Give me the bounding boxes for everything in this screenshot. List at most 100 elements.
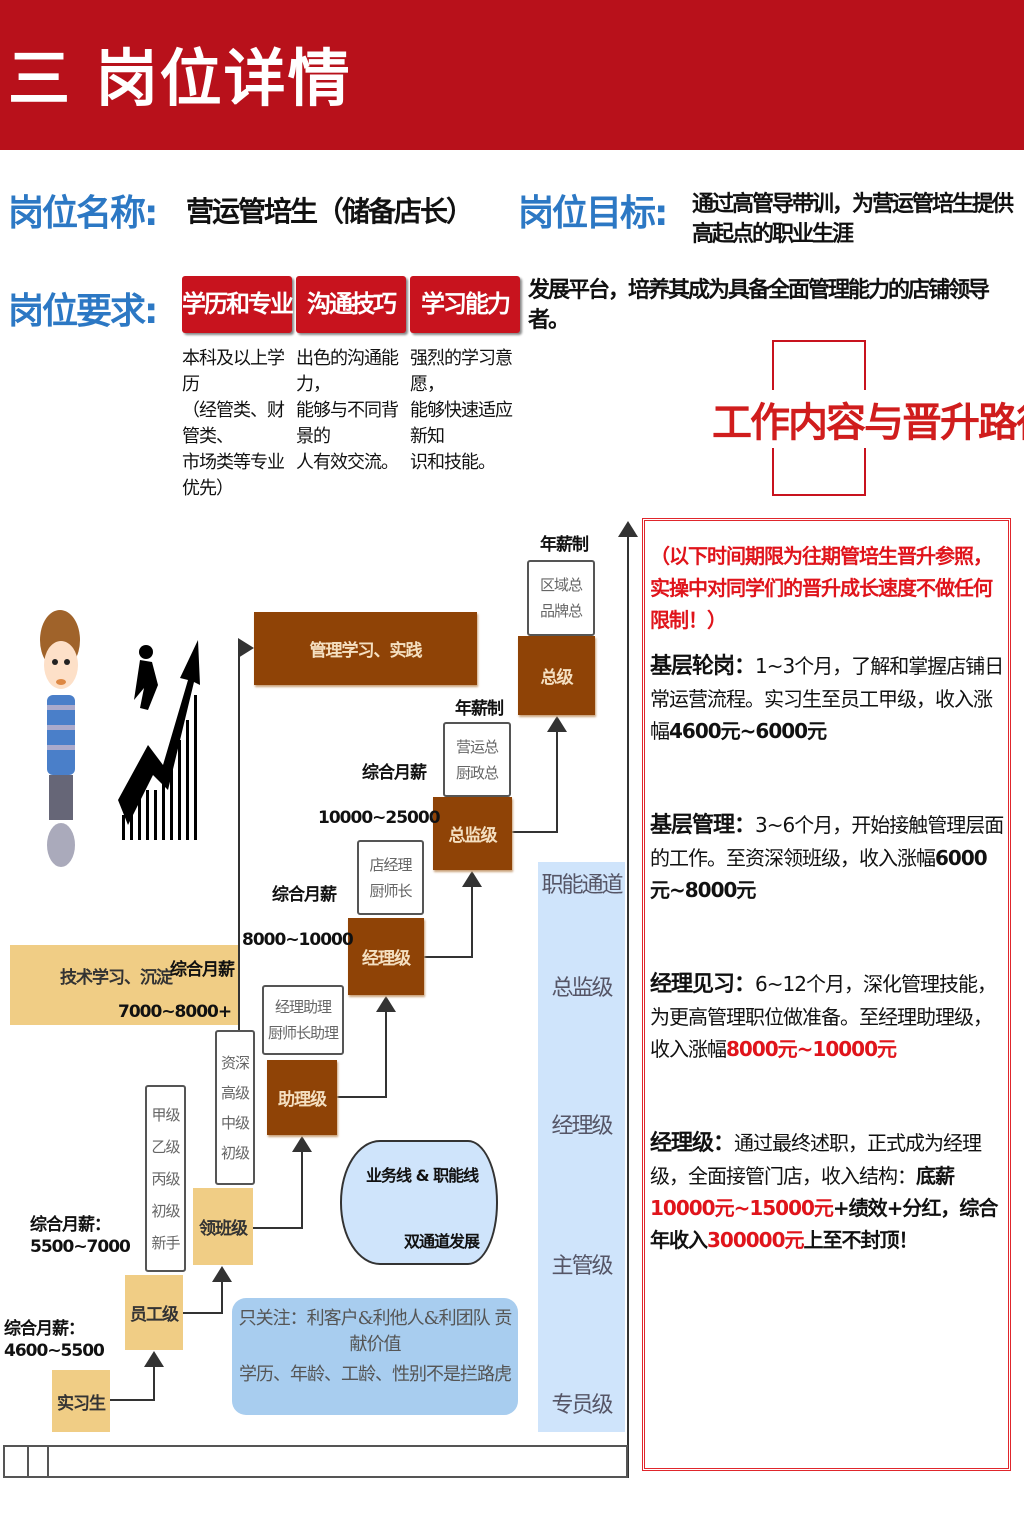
director-salary: 10000~25000 (318, 808, 441, 828)
stage-4-base: 底薪 (916, 1164, 955, 1188)
level-director: 总监级 (433, 797, 512, 870)
dual-track-cylinder (340, 1140, 498, 1265)
leader-titles: 资深高级中级初级 (215, 1030, 255, 1185)
annual-salary-label-2: 年薪制 (455, 699, 504, 719)
dual-track-line2: 双通道发展 (404, 1232, 480, 1251)
channel-level: 总监级 (551, 976, 613, 1001)
note-line-1: 只关注：利客户&利他人&利团队 贡献价值 (238, 1308, 513, 1355)
title: 品牌总 (539, 602, 583, 620)
stage-4-text: 通过最终述职，正式成为经理级，全面接管门店， (650, 1131, 982, 1188)
manager-titles: 店经理厨师长 (357, 840, 424, 915)
title: 初级 (220, 1143, 250, 1162)
title: 厨师长助理 (267, 1024, 339, 1042)
stage-4-annual: 收入 (669, 1228, 708, 1252)
level-assistant: 助理级 (267, 1060, 337, 1135)
position-goal-text-2: 发展平台，培养其成为具备全面管理能力的店铺领导者。 (528, 278, 990, 333)
panel-note: （以下时间期限为往期管培生晋升参照，实操中对同学们的晋升成长速度不做任何限制！） (650, 540, 1004, 636)
channel-level: 专员级 (551, 1393, 613, 1418)
req-learning: 学习能力 (410, 276, 520, 333)
director-titles: 营运总厨政总 (443, 722, 511, 797)
manager-salary: 8000~10000 (242, 930, 354, 950)
stage-4-structure: 收入结构： (821, 1164, 917, 1188)
stage-4-bonus: +绩效+分红，综合年 (650, 1196, 998, 1252)
title: 初级 (151, 1201, 180, 1220)
boy-illustration-icon (40, 610, 80, 867)
staff-salary: 综合月薪：5500~7000 (30, 1215, 131, 1257)
title: 丙级 (151, 1169, 180, 1188)
strip-divider (47, 1447, 49, 1476)
assistant-titles: 经理助理厨师长助理 (262, 985, 344, 1055)
stage-2-amount: 6000元~8000元 (650, 846, 988, 902)
title: 乙级 (151, 1137, 180, 1156)
level-general: 总级 (518, 636, 595, 715)
stage-2-text2: 领班级，收入涨幅 (783, 846, 936, 870)
general-titles: 区域总品牌总 (527, 560, 595, 636)
position-name-label: 岗位名称: (8, 193, 158, 234)
tech-study-box: 技术学习、沉淀 (10, 945, 238, 1025)
stage-1-head: 基层轮岗： (650, 654, 756, 679)
mgmt-study-box: 管理学习、实践 (254, 612, 477, 685)
position-goal-text: 通过高管导带训，为营运管培生提供高起点的职业生涯 (692, 192, 1014, 247)
position-goal-label: 岗位目标: (518, 193, 668, 234)
stage-1-text2: 习生至员工甲级，收入涨幅 (650, 687, 993, 743)
channel-level: 经理级 (551, 1114, 613, 1139)
title: 厨师长 (369, 881, 412, 900)
title: 高级 (220, 1083, 250, 1102)
header-bar (0, 0, 1024, 150)
req-communication-desc: 出色的沟通能力， 能够与不同背景的 人有效交流。 (296, 348, 399, 473)
req-education-desc: 本科及以上学历 （经管类、财管类、 市场类等专业优先） (182, 348, 285, 499)
stage-4-annual-amount: 300000元 (707, 1228, 804, 1252)
channel-title: 职能通道 (541, 873, 623, 898)
stage-1-amount: 4600元~6000元 (669, 719, 827, 743)
level-intern: 实习生 (52, 1370, 110, 1432)
title: 店经理 (369, 855, 412, 874)
monthly-salary-label-2: 综合月薪 (272, 885, 337, 905)
stage-1: 基层轮岗：1~3个月，了解和掌握店铺日常运营流程。实习生至员工甲级，收入涨幅46… (650, 650, 1004, 747)
promotion-panel-body: （以下时间期限为往期管培生晋升参照，实操中对同学们的晋升成长速度不做任何限制！）… (650, 540, 1004, 1256)
title: 厨政总 (455, 763, 499, 782)
req-education: 学历和专业 (182, 276, 294, 333)
channel-level: 主管级 (551, 1254, 613, 1279)
panel-note-1: （以下时间期限为往期管培生晋升参照，实操中对同学们的 (650, 544, 993, 600)
stage-4-base-amount: 10000元~15000元 (650, 1196, 834, 1220)
assistant-salary: 7000~8000+ (118, 1002, 232, 1022)
stage-4-uncapped: 上至不封顶！ (803, 1228, 919, 1252)
req-communication: 沟通技巧 (296, 276, 406, 333)
growth-arrow-icon (118, 640, 200, 840)
staff-titles: 甲级乙级丙级初级新手 (145, 1085, 186, 1272)
stage-3-amount: 8000元~10000元 (726, 1037, 897, 1061)
stage-4: 经理级：通过最终述职，正式成为经理级，全面接管门店，收入结构：底薪 10000元~… (650, 1127, 1004, 1256)
req-learning-desc: 强烈的学习意愿， 能够快速适应新知 识和技能。 (410, 348, 513, 473)
stage-4-head: 经理级： (650, 1131, 735, 1156)
title: 甲级 (151, 1105, 180, 1124)
title: 新手 (151, 1233, 180, 1252)
stage-2-head: 基层管理： (650, 813, 756, 838)
stage-3-text2: 准备。至经理助理级，收入涨幅 (650, 1005, 993, 1061)
requirements-label: 岗位要求: (8, 291, 158, 332)
title: 中级 (220, 1113, 250, 1132)
bottom-strip (3, 1445, 628, 1478)
monthly-salary-label: 综合月薪 (362, 763, 427, 783)
monthly-salary-label-3: 综合月薪 (170, 960, 235, 980)
strip-divider (27, 1447, 29, 1476)
title: 区域总 (539, 576, 583, 594)
functional-channel (538, 862, 625, 1432)
stage-1-text: 1~3个月，了解和掌握店铺日常运营流程。实 (650, 654, 1004, 711)
intern-salary: 综合月薪：4600~5500 (4, 1319, 105, 1361)
promotion-panel (642, 518, 1011, 1471)
annual-salary-label: 年薪制 (540, 535, 589, 555)
stage-2: 基层管理：3~6个月，开始接触管理层面的工作。至资深领班级，收入涨幅6000元~… (650, 809, 1004, 906)
stage-3: 经理见习：6~12个月，深化管理技能，为更高管理职位做准备。至经理助理级，收入涨… (650, 968, 1004, 1065)
dual-track-line1: 业务线 & 职能线 (366, 1166, 479, 1185)
title: 营运总 (455, 737, 499, 756)
level-leader: 领班级 (193, 1188, 253, 1265)
level-staff: 员工级 (125, 1275, 183, 1350)
stage-3-text: 6~12个月，深化管理技能，为更高管理职位做 (650, 972, 997, 1029)
stage-3-head: 经理见习： (650, 972, 756, 997)
values-note: 只关注：利客户&利他人&利团队 贡献价值学历、年龄、工龄、性别不是拦路虎 (232, 1298, 518, 1415)
level-manager: 经理级 (348, 918, 424, 995)
position-name-value: 营运管培生（储备店长） (186, 195, 474, 228)
stage-2-text: 3~6个月，开始接触管理层面的工作。至资深 (650, 813, 1004, 870)
page-title: 三 岗位详情 (8, 42, 352, 115)
